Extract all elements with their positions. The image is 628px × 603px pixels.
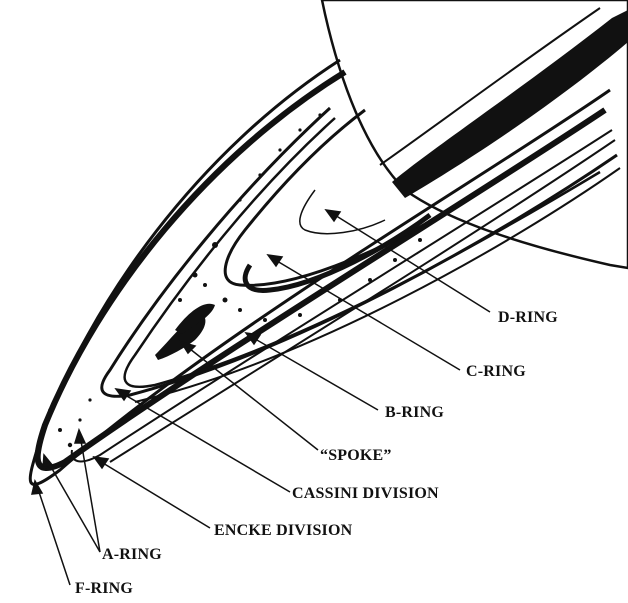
label-a-ring: A-RING (102, 546, 162, 563)
label-d-ring: D-RING (498, 309, 558, 326)
ring-stipple (48, 113, 422, 447)
saturn-planet (322, 0, 628, 268)
label-c-ring: C-RING (466, 363, 526, 380)
label-cassini-division: CASSINI DIVISION (292, 485, 439, 502)
d-ring (300, 190, 385, 234)
label-spoke: “SPOKE” (320, 447, 392, 464)
label-b-ring: B-RING (385, 404, 444, 421)
label-encke-division: ENCKE DIVISION (214, 522, 353, 539)
label-f-ring: F-RING (75, 580, 133, 597)
